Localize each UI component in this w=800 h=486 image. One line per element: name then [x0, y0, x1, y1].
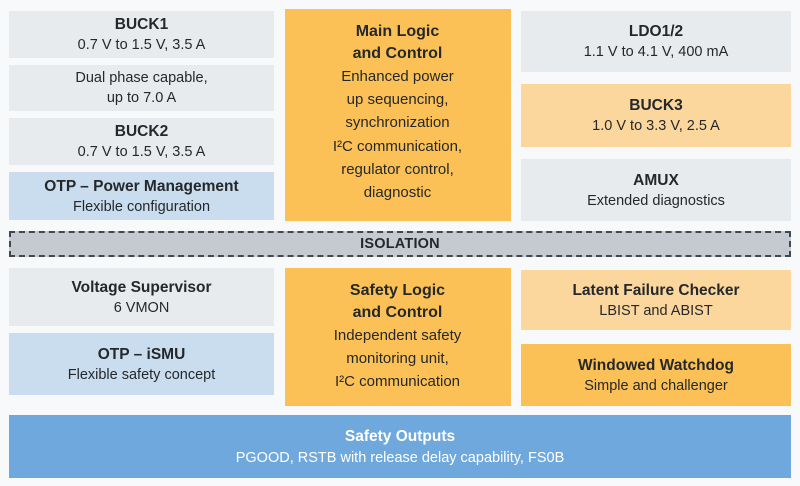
otp-ismu-sub: Flexible safety concept [67, 366, 216, 383]
top-mid-column: Main Logic and Control Enhanced power up… [284, 9, 511, 221]
safety-logic-title: Safety Logic and Control [349, 282, 446, 321]
latent-failure-checker-title: Latent Failure Checker [572, 281, 740, 299]
block-buck1: BUCK1 0.7 V to 1.5 V, 3.5 A [9, 11, 274, 58]
safety-outputs-title: Safety Outputs [344, 427, 456, 445]
bottom-right-column: Latent Failure Checker LBIST and ABIST W… [521, 268, 791, 406]
block-windowed-watchdog: Windowed Watchdog Simple and challenger [521, 344, 791, 406]
block-safety-logic-and-control: Safety Logic and Control Independent saf… [284, 268, 511, 406]
bottom-left-column: Voltage Supervisor 6 VMON OTP – iSMU Fle… [9, 268, 274, 406]
main-logic-title: Main Logic and Control [352, 23, 443, 62]
block-main-logic-and-control: Main Logic and Control Enhanced power up… [284, 9, 511, 221]
block-buck2: BUCK2 0.7 V to 1.5 V, 3.5 A [9, 118, 274, 165]
buck1-title: BUCK1 [114, 16, 169, 33]
block-otp-ismu: OTP – iSMU Flexible safety concept [9, 333, 274, 395]
top-right-column: LDO1/2 1.1 V to 4.1 V, 400 mA BUCK3 1.0 … [521, 9, 791, 221]
block-amux: AMUX Extended diagnostics [521, 159, 791, 221]
block-otp-power-management: OTP – Power Management Flexible configur… [9, 172, 274, 220]
safety-outputs-bar: Safety Outputs PGOOD, RSTB with release … [9, 415, 791, 478]
dual-phase-line2: up to 7.0 A [106, 90, 177, 106]
block-ldo12: LDO1/2 1.1 V to 4.1 V, 400 mA [521, 11, 791, 72]
isolation-bar: ISOLATION [9, 231, 791, 257]
bottom-section: Voltage Supervisor 6 VMON OTP – iSMU Fle… [9, 268, 791, 406]
amux-sub: Extended diagnostics [587, 192, 725, 209]
top-section: BUCK1 0.7 V to 1.5 V, 3.5 A Dual phase c… [9, 9, 791, 221]
main-logic-description: Enhanced power up sequencing, synchroniz… [332, 68, 463, 202]
top-left-column: BUCK1 0.7 V to 1.5 V, 3.5 A Dual phase c… [9, 9, 274, 221]
safety-outputs-sub: PGOOD, RSTB with release delay capabilit… [235, 449, 565, 466]
windowed-watchdog-title: Windowed Watchdog [578, 356, 734, 374]
otp-power-management-title: OTP – Power Management [44, 177, 239, 195]
buck1-spec: 0.7 V to 1.5 V, 3.5 A [77, 37, 206, 53]
isolation-label: ISOLATION [360, 236, 440, 252]
safety-logic-description: Independent safety monitoring unit, I²C … [333, 327, 462, 391]
block-voltage-supervisor: Voltage Supervisor 6 VMON [9, 268, 274, 326]
ldo12-spec: 1.1 V to 4.1 V, 400 mA [583, 44, 729, 60]
block-dual-phase: Dual phase capable, up to 7.0 A [9, 65, 274, 111]
ldo12-title: LDO1/2 [628, 23, 684, 40]
voltage-supervisor-title: Voltage Supervisor [71, 278, 212, 296]
bottom-mid-column: Safety Logic and Control Independent saf… [284, 268, 511, 406]
buck3-title: BUCK3 [629, 97, 683, 114]
buck2-spec: 0.7 V to 1.5 V, 3.5 A [77, 144, 206, 160]
otp-power-management-sub: Flexible configuration [72, 198, 211, 215]
voltage-supervisor-sub: 6 VMON [113, 299, 170, 316]
buck2-title: BUCK2 [114, 123, 169, 140]
dual-phase-line1: Dual phase capable, [75, 70, 208, 86]
otp-ismu-title: OTP – iSMU [97, 345, 186, 363]
buck3-spec: 1.0 V to 3.3 V, 2.5 A [592, 118, 720, 134]
block-buck3: BUCK3 1.0 V to 3.3 V, 2.5 A [521, 84, 791, 147]
windowed-watchdog-sub: Simple and challenger [584, 377, 728, 394]
block-latent-failure-checker: Latent Failure Checker LBIST and ABIST [521, 270, 791, 331]
amux-title: AMUX [633, 171, 679, 189]
latent-failure-checker-sub: LBIST and ABIST [599, 302, 713, 319]
